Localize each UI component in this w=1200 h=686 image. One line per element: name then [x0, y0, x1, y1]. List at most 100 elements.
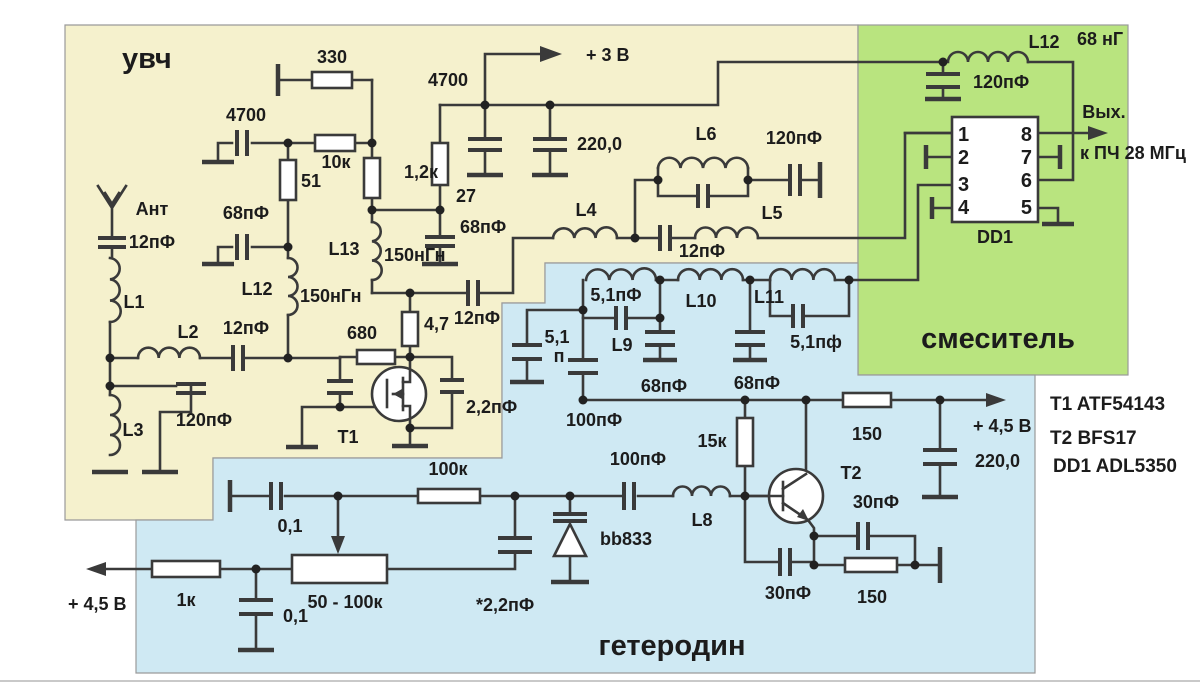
c100-filter-label: 100пФ — [566, 410, 622, 430]
l6-coil — [656, 156, 750, 170]
l6-label: L6 — [695, 124, 716, 144]
c51p-a-label: 5,1 — [544, 327, 569, 347]
resistor-27 — [430, 141, 450, 187]
output-arrow — [1088, 126, 1108, 140]
note-t1: T1 ATF54143 — [1050, 394, 1165, 415]
c22-label: 2,2пФ — [466, 397, 517, 417]
resistor-680 — [355, 348, 397, 366]
cap-gate-label: 68пФ — [223, 203, 269, 223]
cap-12pf-l2 — [231, 345, 245, 371]
cap-68pf-a — [645, 330, 675, 347]
inductors — [108, 50, 1030, 498]
c100-base-label: 100пФ — [610, 449, 666, 469]
pin-6: 6 — [1021, 170, 1032, 192]
l13-coil — [370, 220, 383, 282]
c4700-rail-label: 4700 — [428, 70, 468, 90]
l11-coil — [768, 267, 837, 282]
l12-left-label: L12 — [241, 279, 272, 299]
mixer-l12-label: L12 — [1028, 32, 1059, 52]
r100k-label: 100к — [428, 459, 468, 479]
c68b-label: 68пФ — [734, 373, 780, 393]
c12-out-label: 12пФ — [454, 308, 500, 328]
varactor-cap-bar — [553, 512, 587, 523]
resistor-15k — [735, 416, 755, 468]
cap-68pf-gate — [235, 234, 249, 260]
cap-ant-12pf — [98, 236, 126, 249]
l9-coil — [584, 267, 658, 282]
cap-gate-coupling — [327, 379, 353, 395]
pin-3: 3 — [958, 174, 969, 196]
l1-label: L1 — [123, 292, 144, 312]
l3-coil — [108, 393, 122, 457]
labels: увч смеситель гетеродин Ант 12пФ L1 L2 1… — [68, 29, 1186, 662]
r150-e-label: 150 — [857, 587, 887, 607]
resistor-100k — [416, 487, 482, 505]
cap-ant-label: 12пФ — [129, 232, 175, 252]
ant-label: Ант — [136, 199, 169, 219]
l9-label: L9 — [611, 335, 632, 355]
capacitors — [98, 72, 960, 616]
r10k-label: 10к — [321, 152, 351, 172]
r1k-label: 1к — [176, 590, 196, 610]
chip-dd1 — [950, 115, 1040, 224]
resistor-1k — [150, 559, 222, 579]
pin-4: 4 — [958, 197, 970, 219]
c220-het-label: 220,0 — [975, 451, 1020, 471]
l12-val-label: 150нГн — [300, 286, 362, 306]
cap-l3-label: 120пФ — [176, 410, 232, 430]
ground-terminals — [92, 64, 1074, 653]
l1-coil — [108, 256, 122, 324]
pin-5: 5 — [1021, 197, 1032, 219]
l13-label: L13 — [328, 239, 359, 259]
cap-30pf-left — [778, 548, 792, 576]
mixer-title: смеситель — [921, 323, 1075, 355]
dd1-label: DD1 — [977, 227, 1013, 247]
plus3v-label: + 3 В — [586, 45, 630, 65]
c12-l5-label: 12пФ — [679, 241, 725, 261]
t2-label: T2 — [840, 463, 861, 483]
mixer-l12-val: 68 нГ — [1077, 29, 1123, 49]
c120-l6-label: 120пФ — [766, 128, 822, 148]
cap-12pf-l5 — [658, 225, 672, 251]
cap-120pf-mixer — [926, 72, 960, 89]
resistor-330 — [310, 70, 354, 90]
cap-tank2-5-1pf — [791, 304, 805, 328]
c68a-label: 68пФ — [641, 376, 687, 396]
v45-left-label: + 4,5 В — [68, 594, 127, 614]
r47-label: 4,7 — [424, 314, 449, 334]
note-dd1: DD1 ADL5350 — [1053, 456, 1177, 477]
resistor-150-emitter — [843, 556, 899, 574]
t1-label: T1 — [337, 427, 358, 447]
tank2-cap-label: 5,1пф — [790, 332, 842, 352]
out1-label: Вых. — [1082, 102, 1125, 122]
l13-val-label: 150нГн — [384, 245, 446, 265]
out2-label: к ПЧ 28 МГц — [1080, 143, 1186, 163]
cap-68pf-drain — [425, 235, 455, 248]
c4700-in-label: 4700 — [226, 105, 266, 125]
l5-coil — [693, 226, 760, 240]
bb833-label: bb833 — [600, 529, 652, 549]
pot-label: 50 - 100к — [307, 592, 383, 612]
c01-bot-label: 0,1 — [283, 606, 308, 626]
uvch-title: увч — [122, 43, 172, 75]
r330-label: 330 — [317, 47, 347, 67]
cap-100pf-base — [622, 482, 636, 510]
l10-coil — [676, 267, 745, 282]
cap-2-2pf — [440, 378, 464, 394]
l8-coil — [671, 485, 732, 498]
mixer-c120-label: 120пФ — [973, 72, 1029, 92]
cap-l6-tank — [696, 184, 710, 208]
c220-rail-label: 220,0 — [577, 134, 622, 154]
pin-7: 7 — [1021, 147, 1032, 169]
c22-star-label: *2,2пФ — [476, 595, 534, 615]
transistor-t2-npn — [743, 467, 825, 525]
pin-2: 2 — [958, 147, 969, 169]
l5-label: L5 — [761, 203, 782, 223]
cap-220-het — [923, 448, 957, 466]
het-title: гетеродин — [599, 630, 746, 662]
resistor-150-rail — [841, 391, 893, 409]
cap-0-1-bot — [239, 598, 273, 616]
cap-12pf-out — [466, 280, 480, 306]
cap-0-1-top — [269, 482, 283, 510]
